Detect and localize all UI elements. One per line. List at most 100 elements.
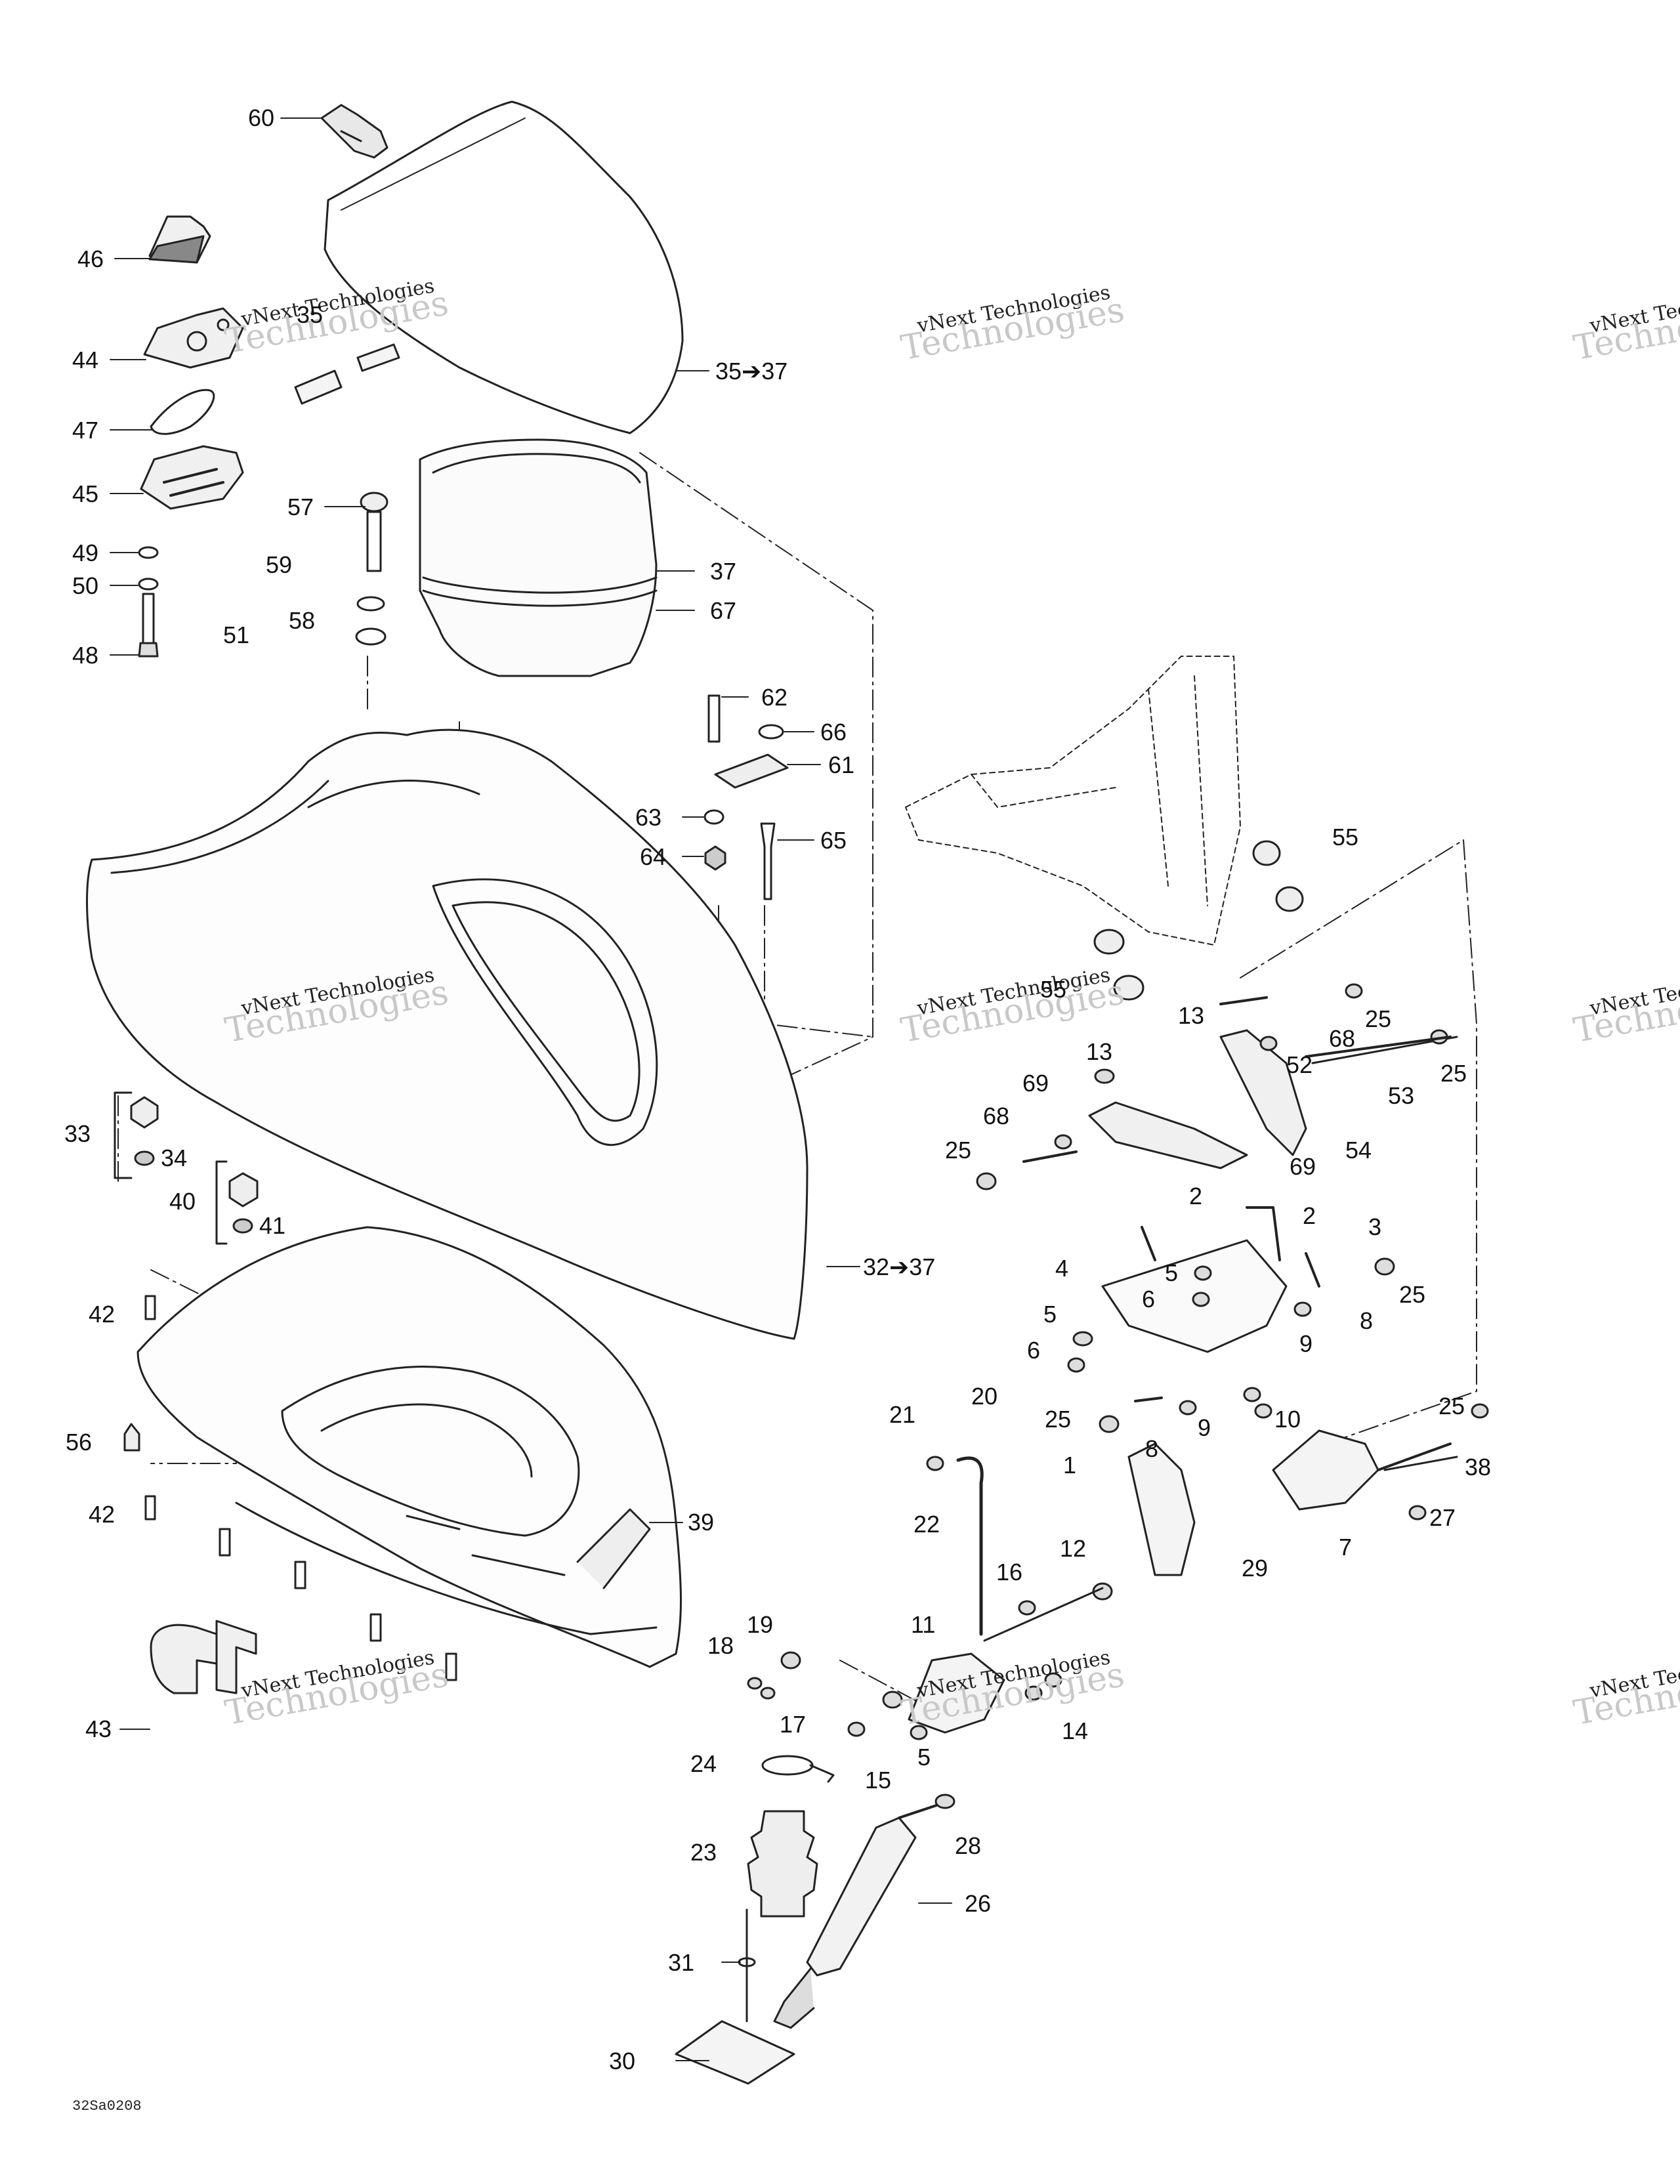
part-label: 48 [72,642,99,669]
part-label: 46 [77,245,104,272]
part-44-drawing [143,307,244,369]
part-label: 4 [1055,1255,1069,1282]
part-label: 21 [889,1401,916,1428]
part-label: 1 [1063,1452,1077,1479]
bumpers-55 [1093,840,1304,1001]
part-label: 37 [710,558,737,585]
part-label: 2 [1189,1183,1203,1209]
part-label: 69 [1290,1153,1316,1180]
part-label: 11 [911,1611,936,1638]
part-label: 50 [72,572,99,599]
part-label: 5 [917,1744,931,1771]
part-label: 67 [710,597,737,624]
part-46-drawing [148,215,211,264]
fasteners-49-50-48 [138,546,159,658]
part-label: 53 [1388,1082,1415,1109]
part-label: 49 [72,539,99,566]
long-bolts-drawing [1022,996,1452,1471]
part-label: 22 [914,1511,940,1538]
part-label: 6 [1142,1286,1156,1312]
part-label: 62 [761,684,788,711]
pin-31-drawing [738,1908,756,2023]
part-label: 3 [1368,1213,1382,1240]
part-label: 8 [1360,1307,1374,1334]
part-label: 64 [640,843,667,870]
part-label: 24 [690,1750,717,1777]
part-label: 52 [1286,1051,1313,1078]
part-label: 68 [1329,1025,1356,1052]
part-label: 9 [1198,1414,1211,1441]
part-label: 54 [1345,1137,1372,1164]
mount-frame-drawing [905,656,1241,946]
part-label: 34 [161,1144,188,1171]
part-label: 25 [1399,1281,1426,1308]
part-label: 68 [983,1102,1010,1129]
part-label: 42 [89,1501,116,1528]
part-label: 20 [971,1383,998,1410]
part-label: 66 [820,719,847,746]
storage-cover-drawing [324,100,684,434]
part-label: 28 [955,1832,982,1859]
part-label: 60 [248,104,275,131]
hull-deck-drawing [86,728,808,1340]
part-label: 16 [996,1559,1023,1586]
shock-26-drawing [773,1794,956,2029]
bolt-57-drawing [355,492,388,646]
part-label: 41 [259,1212,286,1239]
storage-bin-drawing [419,438,658,677]
part-label: 42 [89,1301,116,1328]
part-43-drawing [150,1620,257,1694]
steering-linkage-drawing [1088,1029,1458,1576]
leader-lines [110,117,952,2061]
part-label: 25 [945,1137,972,1164]
part-label: 13 [1178,1002,1205,1029]
part-label: 19 [747,1611,774,1638]
part-label: 56 [66,1429,93,1456]
part-label: 5 [1043,1301,1057,1328]
bolts-42-56 [123,1295,457,1681]
part-label: 43 [85,1715,112,1742]
nut-group-drawings [114,1091,259,1245]
part-label: 9 [1299,1330,1313,1357]
part-label: 32➔37 [863,1253,936,1280]
hull-frame-drawing [136,1226,682,1668]
part-label: 31 [668,1949,695,1976]
part-60-drawing [320,104,388,159]
part-label: 23 [690,1839,717,1866]
part-45-drawing [140,445,244,510]
steering-rod-drawing [908,1456,1104,1734]
part-label: 55 [1040,976,1067,1003]
part-label: 33 [64,1120,91,1147]
part-label: 5 [1165,1259,1179,1286]
part-label: 58 [289,607,316,634]
clamp-24-drawing [761,1755,835,1783]
part-label: 55 [1332,824,1359,850]
part-label: 26 [965,1890,992,1917]
part-label: 25 [1365,1005,1392,1032]
part-47-drawing [150,388,215,435]
part-label: 47 [72,417,99,444]
part-label: 18 [707,1632,734,1659]
drawing-code: 32Sa0208 [72,2098,142,2114]
plate-30-drawing [675,2020,795,2085]
part-label: 10 [1274,1406,1301,1433]
part-label: 35➔37 [715,358,788,385]
part-label: 14 [1062,1717,1089,1744]
part-label: 69 [1022,1070,1049,1097]
hinge-assembly-drawing [704,694,789,900]
part-label: 59 [266,551,293,578]
part-label: 27 [1429,1504,1456,1531]
part-label: 51 [223,621,250,648]
boot-23-drawing [747,1810,818,1918]
part-label: 63 [635,804,662,831]
part-label: 57 [287,494,314,520]
part-label: 6 [1027,1337,1041,1364]
part-label: 61 [828,751,855,778]
part-label: 13 [1086,1038,1113,1065]
part-label: 7 [1339,1534,1353,1561]
part-label: 2 [1303,1202,1316,1229]
part-label: 25 [1045,1406,1072,1433]
part-label: 25 [1440,1060,1467,1087]
part-label: 17 [780,1711,807,1738]
